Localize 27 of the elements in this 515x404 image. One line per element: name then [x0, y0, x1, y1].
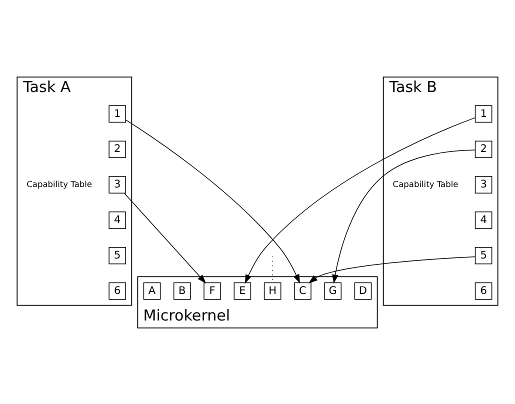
node-box: D	[354, 282, 372, 300]
node-box: H	[264, 282, 282, 300]
arrow	[124, 192, 206, 283]
node-box: F	[204, 282, 221, 300]
node-box: 4	[474, 211, 492, 228]
node-box: B	[173, 282, 191, 300]
node-box: 5	[474, 246, 492, 264]
node-box: 6	[474, 282, 492, 300]
node-box: 3	[108, 176, 126, 193]
node-box: 1	[108, 104, 126, 122]
arrow	[332, 149, 476, 284]
node-box: E	[234, 282, 252, 300]
arrow	[308, 256, 476, 283]
node-box: 5	[108, 246, 126, 264]
node-box: 4	[108, 211, 126, 228]
label: Capability Table	[26, 178, 92, 188]
arrow	[125, 118, 300, 283]
node-box: 2	[108, 140, 126, 158]
label: Capability Table	[392, 178, 458, 188]
node-box: G	[324, 282, 342, 300]
node-box: 1	[474, 104, 492, 122]
node-box: 2	[474, 140, 492, 158]
node-box: 3	[474, 176, 492, 193]
node-box: C	[294, 282, 312, 300]
node-box: 6	[108, 282, 126, 300]
arrow	[244, 116, 476, 284]
node-box: A	[143, 282, 161, 300]
